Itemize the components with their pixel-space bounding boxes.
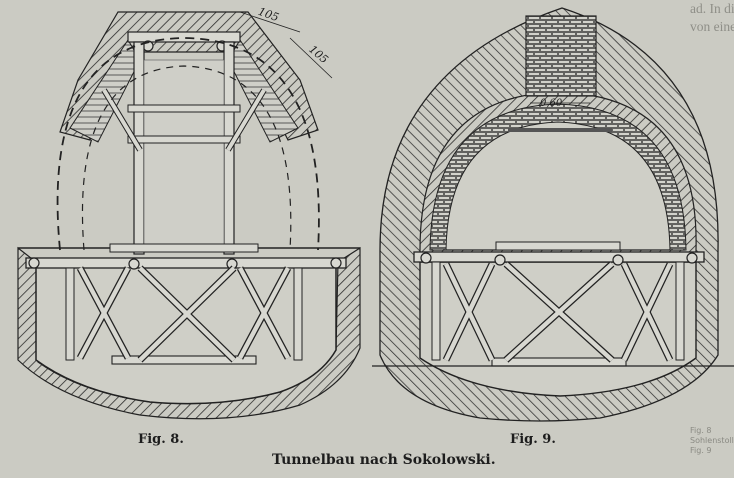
figure-8 [17,11,361,420]
fig8-cap-beam [25,257,347,269]
fig8-log-1 [28,257,40,269]
fig8-label: Fig. 8. [138,432,184,447]
bg-right-line: ad. In die [690,1,734,16]
fig8-sill [111,355,257,365]
fig8-log-4 [330,257,342,269]
fig8-dim-line-2 [289,37,333,79]
fig8-floor-plank [109,243,259,253]
fig8-top-cap [127,31,241,43]
fig9-deck [495,241,621,251]
fig9-cap-beam [413,251,705,263]
fig8-crossbeam-1 [127,104,241,113]
margin-note-line: Sohlenstollen [690,436,734,445]
figure-caption: Tunnelbau nach Sokolowski. [272,452,496,468]
fig8-log-2 [128,258,140,270]
fig8-dim-line-1 [239,11,301,33]
fig9-sill [491,357,627,367]
fig9-cross-bracing-fill [443,262,673,362]
fig8-strut-ur-fill [226,88,266,152]
fig9-crown-masonry [525,15,597,97]
margin-note-line: Fig. 8 [690,426,712,435]
fig8-post-br [293,267,303,361]
fig9-log-2 [494,254,506,266]
fig8-crossbeam-2 [127,135,241,144]
fig8-cross-bracing-fill [78,266,290,362]
fig8-inner-shaft [143,59,225,251]
fig9-lower-void [419,261,697,397]
background-text-right: ad. In die von einem [690,0,734,36]
fig8-strut-ul-fill [102,88,142,152]
fig8-post-bl [65,267,75,361]
fig9-label: Fig. 9. [510,432,556,447]
fig9-brick-arch [429,103,687,251]
fig8-excavation-outline [35,262,337,405]
fig9-log-4 [686,252,698,264]
fig9-dimension: 0,60 [540,98,563,109]
fig9-post-bl [431,261,441,361]
fig8-dashed-arc-outer [56,37,320,251]
fig9-upper-platform [508,128,612,132]
figure-9 [372,7,734,422]
bg-right-line: von einem [690,19,734,34]
margin-note-line: Fig. 9 [690,446,712,455]
fig9-log-1 [420,252,432,264]
fig9-post-br [675,261,685,361]
margin-note: Fig. 8 Sohlenstollen Fig. 9 [690,426,734,456]
fig8-dashed-arc-inner [81,65,292,251]
fig9-log-3 [612,254,624,266]
